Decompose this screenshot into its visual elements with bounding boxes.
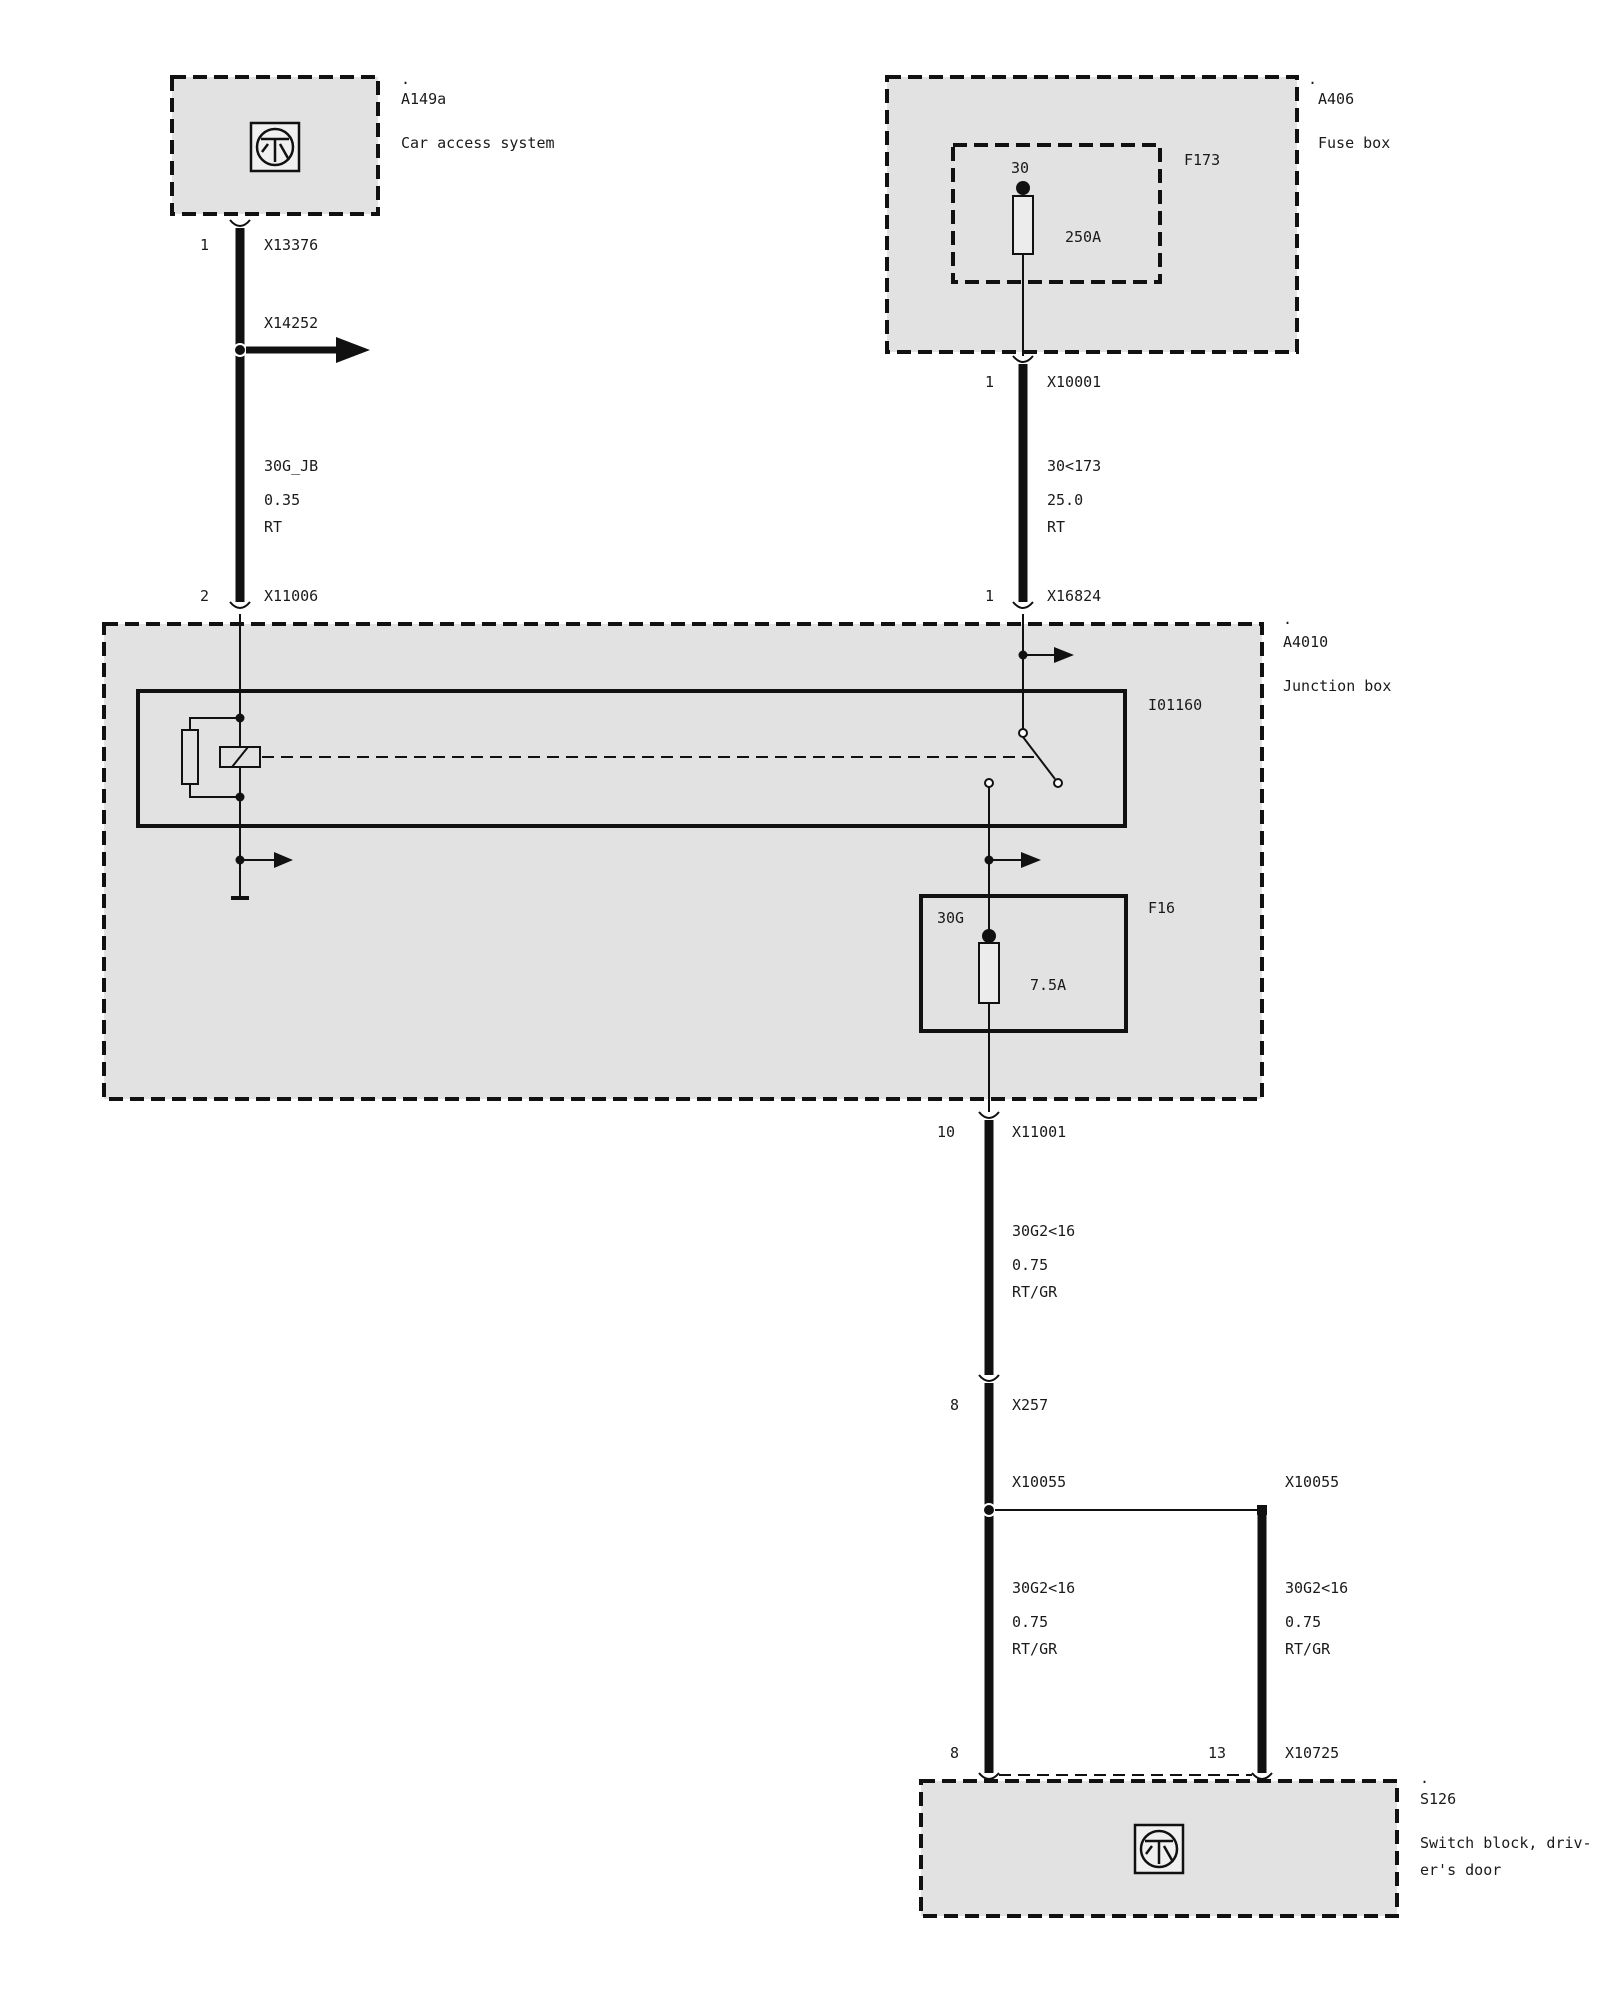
connector-x10001-symbol [1012,355,1034,363]
x10055-left-id: X10055 [1012,1473,1066,1491]
x11006-id: X11006 [264,587,318,605]
component-a149a: . A149a Car access system [170,70,555,216]
a406-id: A406 [1318,90,1354,108]
a4010-box [102,622,1264,1101]
a406-box [885,75,1299,354]
relay-id: I01160 [1148,696,1202,714]
a406-name: Fuse box [1318,134,1390,152]
a149a-name: Car access system [401,134,555,152]
component-s126: . S126 Switch block, driv- er's door [919,1769,1592,1918]
s126-name-line1: Switch block, driv- [1420,1834,1592,1852]
f16-rating: 7.5A [1030,976,1066,994]
control-unit-icon [249,121,301,173]
x14252-id: X14252 [264,314,318,332]
w3-signal: 30G2<16 [1012,1222,1075,1240]
a4010-id: A4010 [1283,633,1328,651]
w5-signal: 30G2<16 [1285,1579,1348,1597]
s126-dot: . [1420,1769,1429,1787]
x10055-right-id: X10055 [1285,1473,1339,1491]
wire-30g2-16-branches [978,1383,1273,1780]
f16-id: F16 [1148,899,1175,917]
arrow-x14252 [336,337,370,363]
connector-x11001-symbol [978,1111,1000,1119]
f173-terminal: 30 [1011,159,1029,177]
wire-30g-jb [229,219,370,609]
w3-gauge: 0.75 [1012,1256,1048,1274]
arrow-f16-branch [1021,852,1041,868]
connector-x257-symbol [978,1374,1000,1382]
splice-x10055-right [1257,1505,1267,1515]
s126-id: S126 [1420,1790,1456,1808]
f16-terminal-dot [982,929,996,943]
w5-gauge: 0.75 [1285,1613,1321,1631]
f173-id: F173 [1184,151,1220,169]
w1-signal: 30G_JB [264,457,318,475]
component-a406: . A406 Fuse box F173 30 250A [885,70,1390,356]
a4010-dot: . [1283,610,1292,628]
splice-x10055-left [982,1503,996,1517]
relay-i01160-box [136,689,1127,828]
arrow-left-branch [274,852,293,868]
w3-color: RT/GR [1012,1283,1058,1301]
w1-color: RT [264,518,282,536]
x10725-pin-right: 13 [1208,1744,1226,1762]
connector-x10725-left-symbol [978,1772,1000,1780]
connector-x11006-symbol [229,601,251,609]
x11001-id: X11001 [1012,1123,1066,1141]
a149a-dot: . [401,70,410,88]
x257-id: X257 [1012,1396,1048,1414]
resistor-icon [181,717,240,798]
arrow-right-branch [1054,647,1074,663]
s126-name-line2: er's door [1420,1861,1501,1879]
x257-pin: 8 [950,1396,959,1414]
x13376-id: X13376 [264,236,318,254]
w2-signal: 30<173 [1047,457,1101,475]
w4-gauge: 0.75 [1012,1613,1048,1631]
wire-30g2-16-main [978,1111,1000,1382]
x10001-pin: 1 [985,373,994,391]
a406-dot: . [1308,70,1317,88]
w2-gauge: 25.0 [1047,491,1083,509]
component-a4010: . A4010 Junction box I01160 F16 30G 7.5A [102,610,1391,1112]
x11006-pin: 2 [200,587,209,605]
x13376-pin: 1 [200,236,209,254]
a149a-id: A149a [401,90,446,108]
a4010-name: Junction box [1283,677,1391,695]
connector-x13376-symbol [229,219,251,227]
x10725-pin-left: 8 [950,1744,959,1762]
f16-terminal: 30G [937,909,964,927]
f173-rating: 250A [1065,228,1101,246]
x16824-pin: 1 [985,587,994,605]
f16-box [919,894,1128,1033]
w4-signal: 30G2<16 [1012,1579,1075,1597]
w2-color: RT [1047,518,1065,536]
x10001-id: X10001 [1047,373,1101,391]
switch-block-icon [1133,1823,1185,1875]
w4-color: RT/GR [1012,1640,1058,1658]
w5-color: RT/GR [1285,1640,1331,1658]
x16824-id: X16824 [1047,587,1101,605]
relay-coil-icon [219,746,261,768]
f173-box [951,143,1162,284]
w1-gauge: 0.35 [264,491,300,509]
f173-terminal-dot [1016,181,1030,195]
connector-x16824-symbol [1012,601,1034,609]
fuse-f16-icon [978,942,1000,1004]
x11001-pin: 10 [937,1123,955,1141]
fuse-f173-icon [1012,195,1034,255]
x10725-id: X10725 [1285,1744,1339,1762]
splice-x14252 [233,343,247,357]
connector-x10725-right-symbol [1251,1772,1273,1780]
wire-30-173 [1012,355,1034,609]
